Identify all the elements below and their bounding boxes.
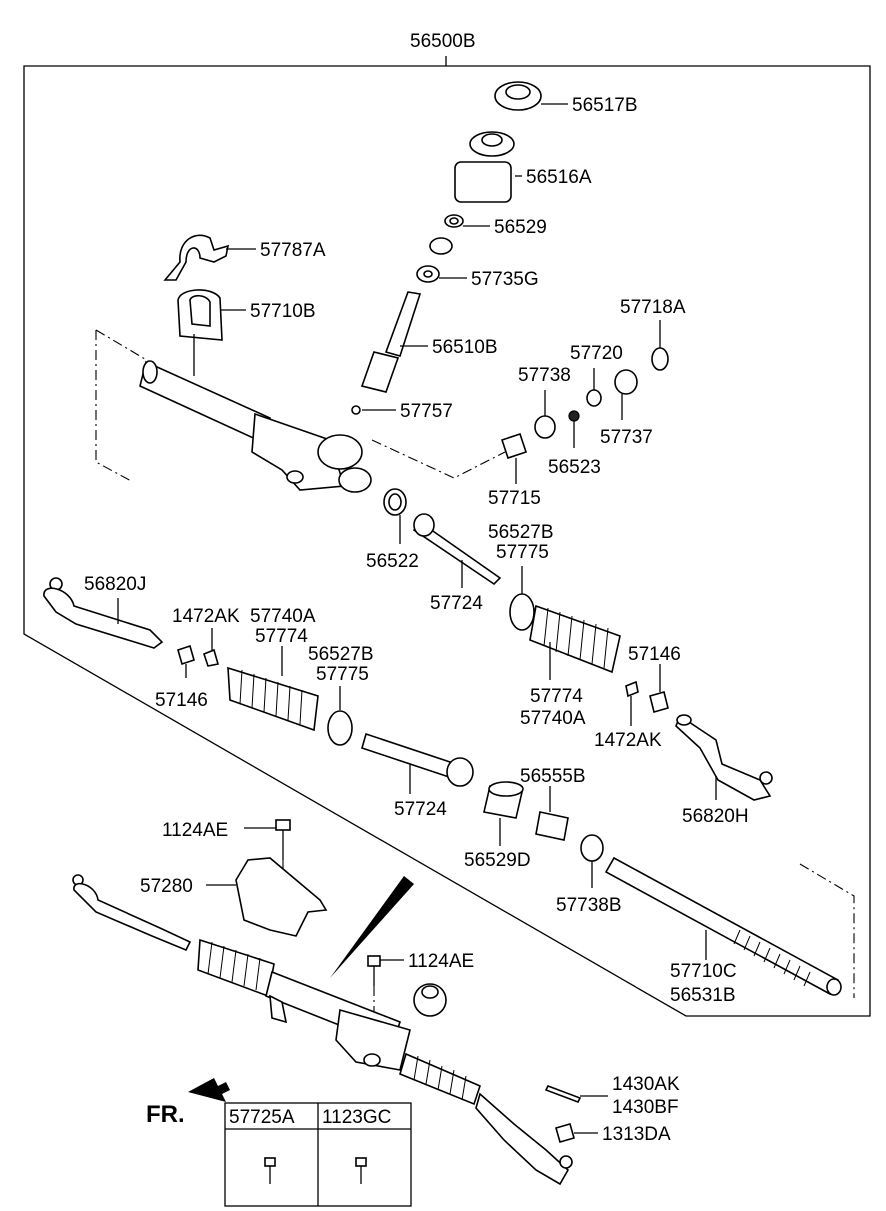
label-56527B-r: 56527B xyxy=(488,522,554,543)
label-56500B: 56500B xyxy=(410,31,476,52)
bolt-icon-1123GC xyxy=(355,1157,367,1184)
label-56527B-l: 56527B xyxy=(308,644,374,665)
part-57146-nut-right xyxy=(649,664,669,713)
label-57710C: 57710C xyxy=(670,961,737,982)
label-56517B: 56517B xyxy=(572,95,638,116)
label-1124AE-a: 1124AE xyxy=(162,820,228,841)
part-57774-boot-left xyxy=(227,646,319,732)
label-56516A: 56516A xyxy=(526,167,592,188)
part-57774-boot-right xyxy=(529,604,621,680)
label-57720: 57720 xyxy=(570,343,623,364)
bolt-table-header-57725A: 57725A xyxy=(229,1107,295,1128)
label-57738: 57738 xyxy=(518,365,571,386)
label-56529: 56529 xyxy=(494,217,547,238)
label-1430AK: 1430AK xyxy=(612,1074,680,1095)
part-57724-tierod-right xyxy=(412,513,502,588)
part-57738B-ring xyxy=(580,834,604,888)
label-57737: 57737 xyxy=(600,427,653,448)
label-57146-l: 57146 xyxy=(155,690,208,711)
label-57757: 57757 xyxy=(400,401,453,422)
part-57718A-ring xyxy=(651,320,669,371)
part-56820J-tierod-end-left xyxy=(43,577,164,649)
label-57715: 57715 xyxy=(488,488,541,509)
part-56820H-tierod-end-right xyxy=(675,714,773,801)
part-steering-gear-assembled xyxy=(72,874,573,1186)
label-57740A-l: 57740A xyxy=(250,606,316,627)
part-57710C-rack xyxy=(604,856,855,998)
part-57280-cover xyxy=(206,857,328,937)
bolt-icon-57725A xyxy=(264,1157,276,1184)
assembly-boundary xyxy=(23,65,871,1017)
part-56522-seal xyxy=(383,488,407,544)
label-1430BF: 1430BF xyxy=(612,1097,679,1118)
label-57738B: 57738B xyxy=(556,895,622,916)
label-56529D: 56529D xyxy=(464,850,531,871)
part-57146-nut-left xyxy=(177,644,195,678)
part-57710B-bushing xyxy=(177,289,246,341)
label-57775-l: 57775 xyxy=(316,664,369,685)
label-56510B: 56510B xyxy=(432,337,498,358)
label-57735G: 57735G xyxy=(471,269,539,290)
label-56820J: 56820J xyxy=(84,574,146,595)
label-56522: 56522 xyxy=(366,551,419,572)
part-rack-housing-top xyxy=(95,329,506,493)
label-1472AK-r: 1472AK xyxy=(594,730,662,751)
label-1472AK-l: 1472AK xyxy=(172,606,240,627)
label-1124AE-b: 1124AE xyxy=(408,951,474,972)
label-1313DA: 1313DA xyxy=(602,1124,671,1145)
label-57774-r: 57774 xyxy=(530,686,583,707)
label-56820H: 56820H xyxy=(682,806,749,827)
part-57724-tierod-left xyxy=(361,732,474,794)
label-57740A-r: 57740A xyxy=(520,708,586,729)
part-56529D-sleeve xyxy=(483,781,524,846)
part-56555B-bushing xyxy=(535,786,569,841)
front-arrow-icon xyxy=(188,1078,230,1102)
part-56529-seal xyxy=(444,214,490,228)
label-57774-l: 57774 xyxy=(255,626,308,647)
bolt-table-header-1123GC: 1123GC xyxy=(322,1107,391,1128)
label-56555B: 56555B xyxy=(520,766,586,787)
label-57787A: 57787A xyxy=(260,240,326,261)
label-57724-l: 57724 xyxy=(394,799,447,820)
part-57735G-bearing xyxy=(416,237,467,283)
part-57715-yoke xyxy=(500,432,528,484)
label-56531B: 56531B xyxy=(670,985,736,1006)
part-57787A-bracket xyxy=(163,234,256,281)
bolt-table: 57725A 1123GC xyxy=(224,1102,412,1207)
label-57775-r: 57775 xyxy=(496,542,549,563)
label-57146-r: 57146 xyxy=(628,644,681,665)
label-57710B: 57710B xyxy=(250,301,316,322)
part-56523-ball xyxy=(568,410,580,448)
part-1472AK-clip-right xyxy=(625,680,639,726)
part-clamp-right xyxy=(509,566,535,631)
front-label: FR. xyxy=(146,1101,185,1128)
part-56516A-housing xyxy=(454,131,522,203)
part-57738-washer xyxy=(534,390,556,439)
part-57737-plug xyxy=(614,369,638,420)
part-56517B-cap xyxy=(494,81,568,111)
part-57720-nut xyxy=(586,368,602,407)
part-1430AK-cotter-pin xyxy=(544,1084,608,1104)
front-direction-wedge xyxy=(330,876,414,978)
part-56510B-pinion xyxy=(351,291,428,415)
label-57718A: 57718A xyxy=(620,297,686,318)
label-57724-r: 57724 xyxy=(430,593,483,614)
label-57280: 57280 xyxy=(140,876,193,897)
part-1472AK-clip-left xyxy=(203,628,220,667)
part-1313DA-nut xyxy=(555,1123,598,1143)
label-56523: 56523 xyxy=(548,457,601,478)
part-clamp-left xyxy=(327,686,353,746)
